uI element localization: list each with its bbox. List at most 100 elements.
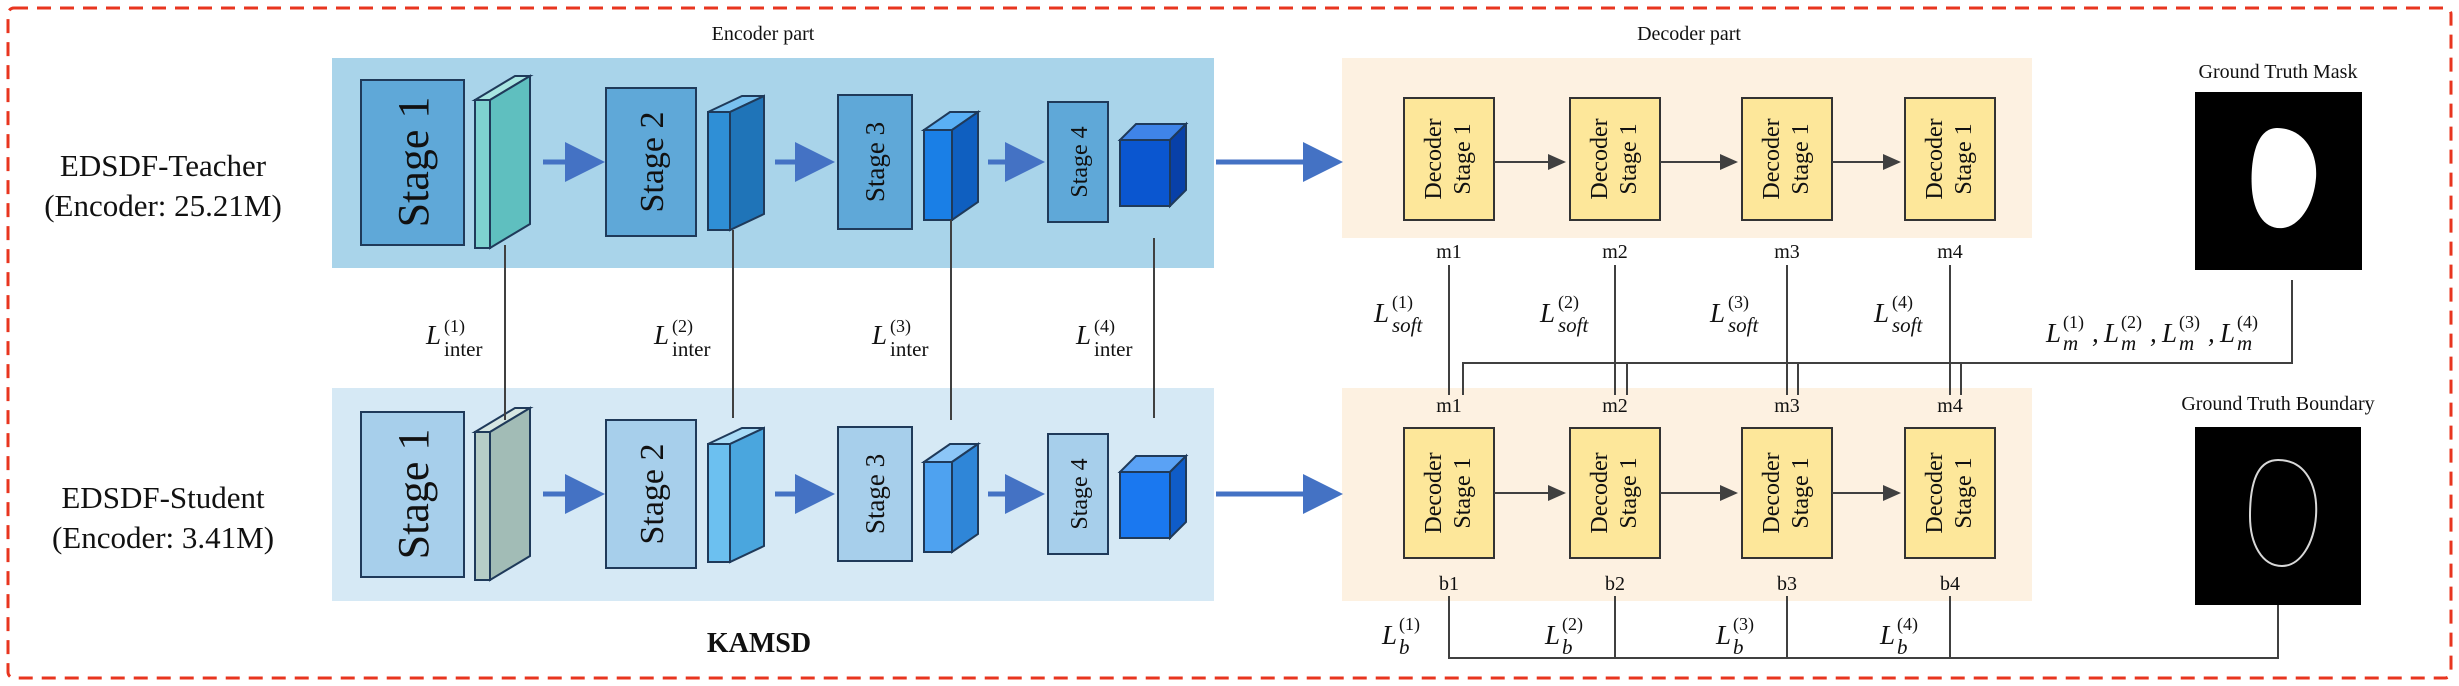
- student-feature-map-4: [1117, 453, 1189, 541]
- svg-text:soft: soft: [1558, 313, 1590, 337]
- ground-truth-mask-title: Ground Truth Mask: [2199, 61, 2358, 83]
- student-stage-3-box: [837, 426, 913, 562]
- svg-text:L: L: [1539, 298, 1555, 328]
- svg-text:(3): (3): [1728, 292, 1749, 313]
- ground-truth-boundary-image: [2195, 427, 2361, 605]
- student-boundary-label-b2: b2: [1605, 573, 1625, 595]
- svg-text:soft: soft: [1892, 313, 1924, 337]
- student-stage-4-label: Stage 4: [1067, 458, 1093, 529]
- svg-text:(1): (1): [1399, 614, 1420, 635]
- svg-text:m: m: [2063, 331, 2078, 355]
- teacher-feature-map-1: [471, 74, 534, 250]
- svg-text:soft: soft: [1392, 313, 1424, 337]
- svg-text:(4): (4): [1094, 316, 1115, 337]
- student-mask-label-m1: m1: [1436, 395, 1462, 417]
- teacher-feature-map-3: [920, 110, 982, 222]
- svg-text:(1): (1): [1392, 292, 1413, 313]
- decoder-part-header: Decoder part: [1637, 23, 1741, 45]
- inter-loss-4-label: L (4) inter: [1075, 316, 1132, 361]
- teacher-encoder-size-label: (Encoder: 25.21M): [44, 188, 282, 223]
- student-stage-3-label: Stage 3: [860, 454, 890, 534]
- student-boundary-label-b1: b1: [1439, 573, 1459, 595]
- svg-text:Decoder: Decoder: [1587, 452, 1613, 533]
- svg-text:(4): (4): [2237, 312, 2258, 333]
- svg-text:Decoder: Decoder: [1759, 118, 1785, 199]
- teacher-mask-label-m4: m4: [1937, 241, 1963, 263]
- svg-text:(2): (2): [1562, 614, 1583, 635]
- soft-loss-4-label: L (4) soft: [1873, 292, 1924, 337]
- soft-loss-3-label: L (3) soft: [1709, 292, 1760, 337]
- svg-text:Decoder: Decoder: [1922, 452, 1948, 533]
- svg-text:b: b: [1399, 635, 1410, 659]
- teacher-decoder-block-1: Decoder Stage 1: [1403, 97, 1495, 221]
- student-decoder-block-4: Decoder Stage 1: [1904, 427, 1996, 559]
- svg-text:Stage 1: Stage 1: [1788, 123, 1814, 194]
- student-mask-label-m3: m3: [1774, 395, 1800, 417]
- soft-loss-1-label: L (1) soft: [1373, 292, 1424, 337]
- svg-text:inter: inter: [890, 337, 928, 361]
- svg-text:Decoder: Decoder: [1759, 452, 1785, 533]
- teacher-decoder-block-4: Decoder Stage 1: [1904, 97, 1996, 221]
- student-boundary-label-b4: b4: [1940, 573, 1960, 595]
- svg-text:Stage 1: Stage 1: [1951, 457, 1977, 528]
- boundary-loss-4-label: L (4) b: [1879, 614, 1918, 659]
- outer-dashed-border: [6, 6, 2453, 680]
- soft-loss-connectors: [1448, 265, 2293, 395]
- svg-text:(3): (3): [890, 316, 911, 337]
- svg-text:L: L: [653, 320, 669, 350]
- teacher-stage-3-label: Stage 3: [860, 122, 890, 202]
- svg-text:L: L: [2103, 318, 2119, 348]
- teacher-feature-map-4: [1117, 121, 1189, 209]
- teacher-mask-label-m1: m1: [1436, 241, 1462, 263]
- svg-text:Decoder: Decoder: [1587, 118, 1613, 199]
- teacher-stage-1-label: Stage 1: [389, 97, 438, 228]
- teacher-stage-2-label: Stage 2: [634, 111, 671, 212]
- svg-text:,: ,: [2208, 318, 2215, 348]
- student-stage-1-box: [360, 411, 465, 578]
- soft-loss-2-label: L (2) soft: [1539, 292, 1590, 337]
- svg-text:L: L: [1373, 298, 1389, 328]
- svg-text:Stage 1: Stage 1: [1788, 457, 1814, 528]
- student-feature-map-3: [920, 442, 982, 554]
- svg-text:L: L: [2045, 318, 2061, 348]
- svg-text:(3): (3): [2179, 312, 2200, 333]
- svg-text:L: L: [1381, 620, 1397, 650]
- boundary-loss-2-label: L (2) b: [1544, 614, 1583, 659]
- boundary-loss-connectors: [1448, 596, 2279, 659]
- svg-text:m: m: [2179, 331, 2194, 355]
- method-name-label: KAMSD: [707, 628, 811, 659]
- svg-text:L: L: [1873, 298, 1889, 328]
- teacher-decoder-block-3: Decoder Stage 1: [1741, 97, 1833, 221]
- boundary-loss-1-label: L (1) b: [1381, 614, 1420, 659]
- svg-text:(2): (2): [1558, 292, 1579, 313]
- student-name-label: EDSDF-Student: [61, 480, 265, 515]
- inter-loss-connectors: [504, 220, 1155, 420]
- teacher-mask-label-m3: m3: [1774, 241, 1800, 263]
- svg-text:Decoder: Decoder: [1922, 118, 1948, 199]
- svg-text:Stage 1: Stage 1: [1450, 123, 1476, 194]
- teacher-stage-3-box: [837, 94, 913, 230]
- student-stage-1-label: Stage 1: [389, 429, 438, 560]
- teacher-feature-map-2: [707, 94, 765, 232]
- svg-text:(4): (4): [1897, 614, 1918, 635]
- svg-text:L: L: [871, 320, 887, 350]
- svg-text:L: L: [1544, 620, 1560, 650]
- inter-loss-1-label: L (1) inter: [425, 316, 482, 361]
- svg-text:Stage 1: Stage 1: [1450, 457, 1476, 528]
- svg-text:inter: inter: [444, 337, 482, 361]
- svg-text:L: L: [2161, 318, 2177, 348]
- svg-text:(2): (2): [672, 316, 693, 337]
- student-encoder: Stage 1 Stage 2 Stage 3 Stage 4: [360, 406, 1343, 582]
- teacher-stage-1-box: [360, 79, 465, 246]
- mask-loss-label: L (1) m , L (2) m , L (3) m , L (4) m: [2045, 312, 2258, 355]
- student-feature-map-2: [707, 426, 765, 564]
- student-boundary-label-b3: b3: [1777, 573, 1797, 595]
- svg-text:b: b: [1897, 635, 1908, 659]
- svg-text:(1): (1): [444, 316, 465, 337]
- ground-truth-mask-image: [2195, 92, 2362, 270]
- teacher-name-label: EDSDF-Teacher: [60, 148, 267, 183]
- student-mask-label-m2: m2: [1602, 395, 1628, 417]
- svg-text:inter: inter: [1094, 337, 1132, 361]
- svg-text:(4): (4): [1892, 292, 1913, 313]
